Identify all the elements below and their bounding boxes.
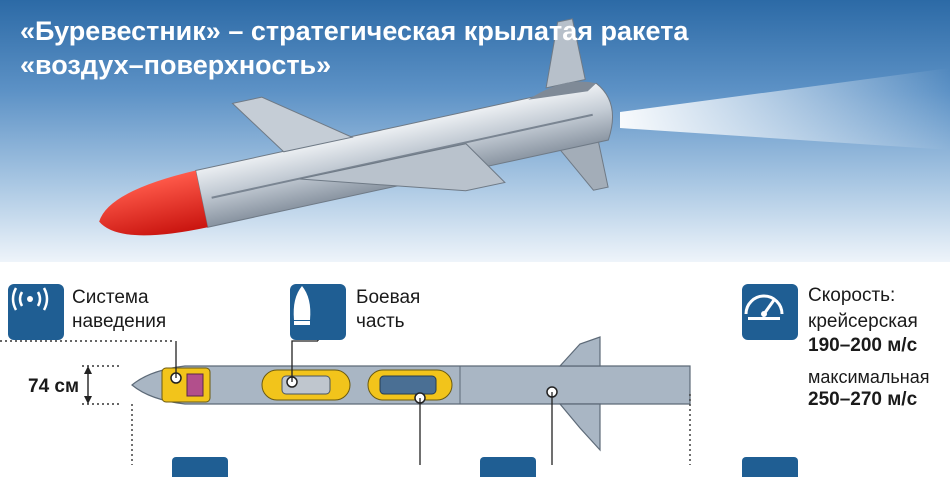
warhead-icon <box>290 284 346 340</box>
speed-cruise-value: 190–200 м/с <box>808 335 918 356</box>
icon-box-partial-2 <box>480 457 536 477</box>
missile-cross-section <box>0 322 691 465</box>
wing-bottom <box>299 143 506 192</box>
section-fin-top <box>558 336 601 367</box>
hero-illustration: «Буревестник» – стратегическая крылатая … <box>0 0 950 262</box>
speed-max-label: максимальная <box>808 367 930 387</box>
speed-cruise-label: крейсерская <box>808 311 918 332</box>
title-line-1: «Буревестник» – стратегическая крылатая … <box>20 16 689 46</box>
icon-box-partial-1 <box>172 457 228 477</box>
guidance-label-line-2: наведения <box>72 311 167 332</box>
guidance-label: Система наведения <box>72 286 166 334</box>
guidance-label-line-1: Система <box>72 287 149 308</box>
icon-box-partial-3 <box>742 457 798 477</box>
warhead-label: Боевая часть <box>356 286 420 334</box>
nose-cone <box>99 170 208 236</box>
warhead-label-line-2: часть <box>356 311 405 332</box>
speedometer-icon <box>742 284 798 340</box>
section-fin-bottom <box>558 403 601 452</box>
page-title: «Буревестник» – стратегическая крылатая … <box>20 14 688 82</box>
warhead-label-line-1: Боевая <box>356 287 421 308</box>
radar-signal-icon <box>8 284 64 340</box>
missile-illustration <box>99 18 950 236</box>
diameter-label: 74 см <box>28 376 80 397</box>
wing-top <box>231 96 354 153</box>
exhaust-trail <box>620 68 950 150</box>
title-line-2: «воздух–поверхность» <box>20 50 332 80</box>
speed-max-value: 250–270 м/с <box>808 389 918 410</box>
technical-section: Система наведения Боевая часть 74 см Ско… <box>0 262 950 477</box>
speed-info: Скорость: крейсерская 190–200 м/с максим… <box>808 284 950 412</box>
speed-heading: Скорость: <box>808 285 896 306</box>
